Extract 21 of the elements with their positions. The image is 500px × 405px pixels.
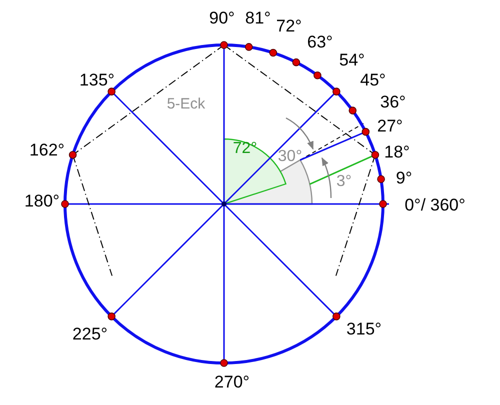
polygon-label: 5-Eck [166, 96, 206, 112]
angle-label: 63° [307, 34, 333, 50]
angle-label: 270° [214, 374, 250, 390]
angle-label: 72° [232, 141, 258, 157]
angle-label: 72° [276, 18, 302, 34]
angle-label: 45° [360, 72, 386, 88]
angle-label: 9° [396, 170, 412, 186]
angle-label: 30° [278, 149, 302, 165]
angle-label: 54° [339, 52, 365, 68]
angle-label: 27° [377, 118, 403, 134]
angle-label: 0°/ 360° [404, 196, 466, 214]
angle-label: 81° [245, 10, 271, 26]
angle-label: 162° [29, 142, 65, 158]
angle-label: 315° [346, 320, 382, 338]
angle-label: 135° [79, 72, 115, 88]
angle-label: 18° [384, 144, 410, 160]
angle-label: 36° [380, 94, 406, 110]
angle-label: 180° [24, 192, 60, 210]
angle-label: 3° [336, 174, 352, 190]
angle-label: 90° [209, 10, 235, 26]
angle-label: 225° [72, 326, 108, 342]
